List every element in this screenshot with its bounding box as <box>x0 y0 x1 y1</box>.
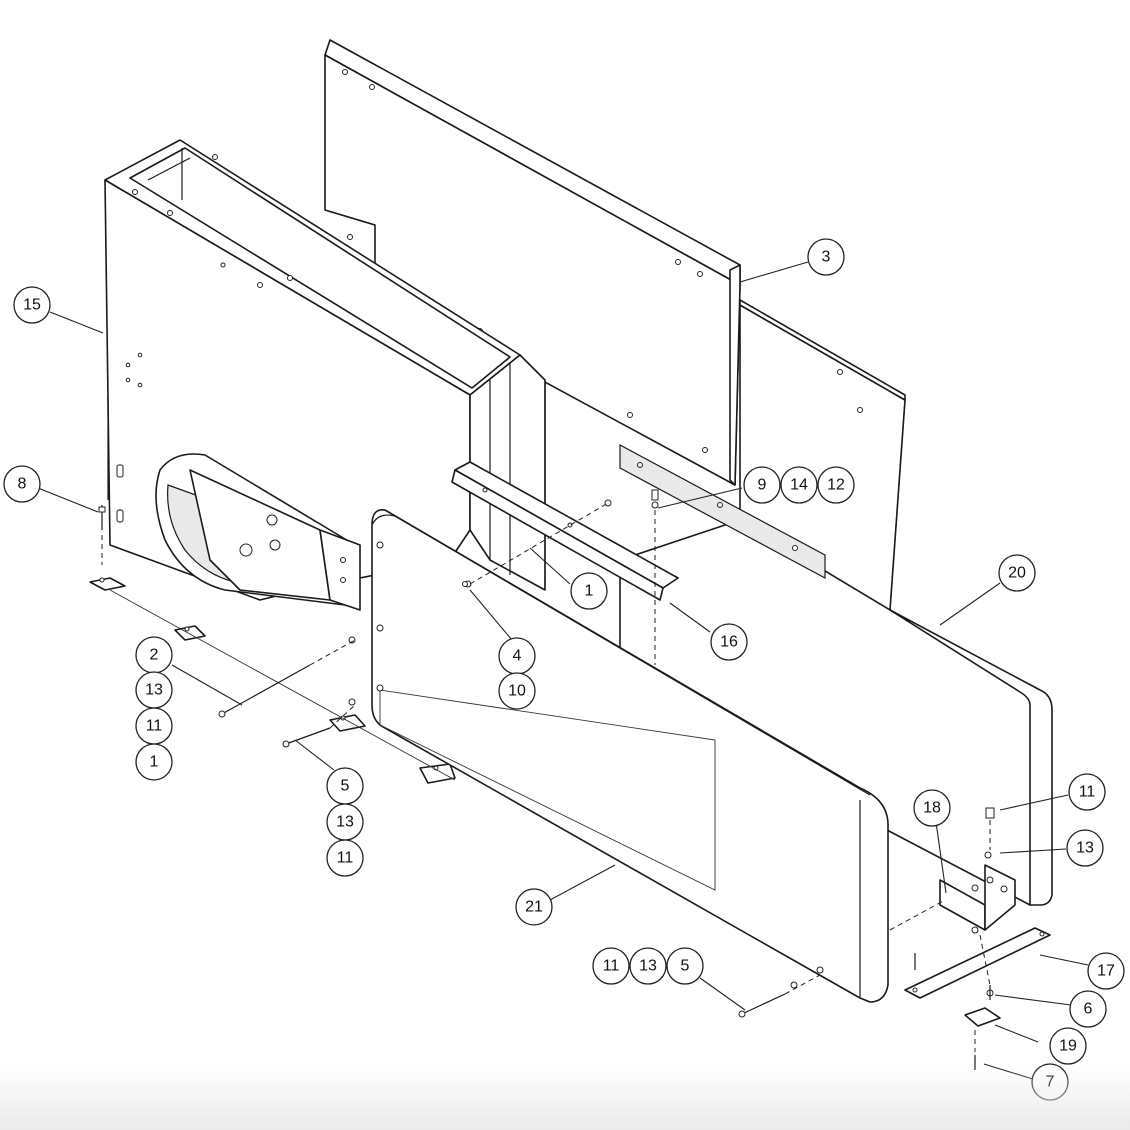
callout-3: 3 <box>807 238 845 276</box>
callout-label: 11 <box>603 958 620 975</box>
callout-label: 19 <box>1059 1038 1077 1055</box>
callout-6: 6 <box>1069 990 1107 1028</box>
callout-label: 21 <box>525 899 543 916</box>
callout-20: 20 <box>998 554 1036 592</box>
callout-17: 17 <box>1087 952 1125 990</box>
callout-16: 16 <box>710 623 748 661</box>
fasteners <box>98 489 995 1070</box>
callout-label: 1 <box>585 583 594 600</box>
bracket-16 <box>451 461 679 601</box>
leader-lines <box>37 261 1089 1081</box>
callout-label: 20 <box>1008 565 1026 582</box>
callout-label: 4 <box>513 648 522 665</box>
chute-assembly <box>155 453 361 611</box>
callout-13-right: 13 <box>1066 829 1104 867</box>
callout-label: 17 <box>1097 963 1115 980</box>
callout-label: 8 <box>18 476 27 493</box>
callout-11-left: 11 <box>135 707 173 745</box>
callout-label: 11 <box>337 850 354 867</box>
callout-label: 15 <box>23 297 41 314</box>
callout-label: 5 <box>341 778 350 795</box>
callout-label: 13 <box>639 958 657 975</box>
callout-13-bottom: 13 <box>629 947 667 985</box>
callout-1-left: 1 <box>135 743 173 781</box>
callout-12: 12 <box>817 466 855 504</box>
callout-label: 13 <box>1076 840 1094 857</box>
callout-13-left: 13 <box>135 671 173 709</box>
callout-label: 12 <box>827 477 845 494</box>
callout-21: 21 <box>515 888 553 926</box>
callout-5-left: 5 <box>326 767 364 805</box>
callout-1-bracket: 1 <box>570 572 608 610</box>
callout-label: 16 <box>720 634 738 651</box>
callout-label: 13 <box>336 814 354 831</box>
callout-11-bottom: 11 <box>592 947 630 985</box>
callout-11-mid: 11 <box>326 839 364 877</box>
callout-label: 11 <box>1079 784 1096 801</box>
callout-9: 9 <box>743 466 781 504</box>
callout-label: 10 <box>508 683 526 700</box>
callout-label: 6 <box>1084 1001 1093 1018</box>
frame-tabs <box>89 577 456 784</box>
bottom-fade <box>0 1065 1130 1130</box>
callout-15: 15 <box>13 286 51 324</box>
callout-label: 13 <box>145 682 163 699</box>
assembly-lines <box>101 502 991 1052</box>
panel-21 <box>371 508 889 1003</box>
callout-2: 2 <box>135 636 173 674</box>
callout-5-bottom: 5 <box>666 947 704 985</box>
callout-13-mid: 13 <box>326 803 364 841</box>
hardware-18-17-19 <box>904 864 1051 1027</box>
callout-label: 11 <box>146 718 163 735</box>
callout-label: 9 <box>758 477 767 494</box>
callout-label: 5 <box>681 958 690 975</box>
callout-10: 10 <box>498 672 536 710</box>
callout-19: 19 <box>1049 1027 1087 1065</box>
callout-18: 18 <box>913 789 951 827</box>
callout-label: 18 <box>923 800 941 817</box>
callout-8: 8 <box>3 465 41 503</box>
callout-label: 1 <box>150 754 159 771</box>
callout-11-right: 11 <box>1068 773 1106 811</box>
callout-label: 2 <box>150 647 159 664</box>
callout-label: 14 <box>790 477 808 494</box>
callout-14: 14 <box>780 466 818 504</box>
callout-label: 3 <box>822 249 831 266</box>
callout-4: 4 <box>498 637 536 675</box>
